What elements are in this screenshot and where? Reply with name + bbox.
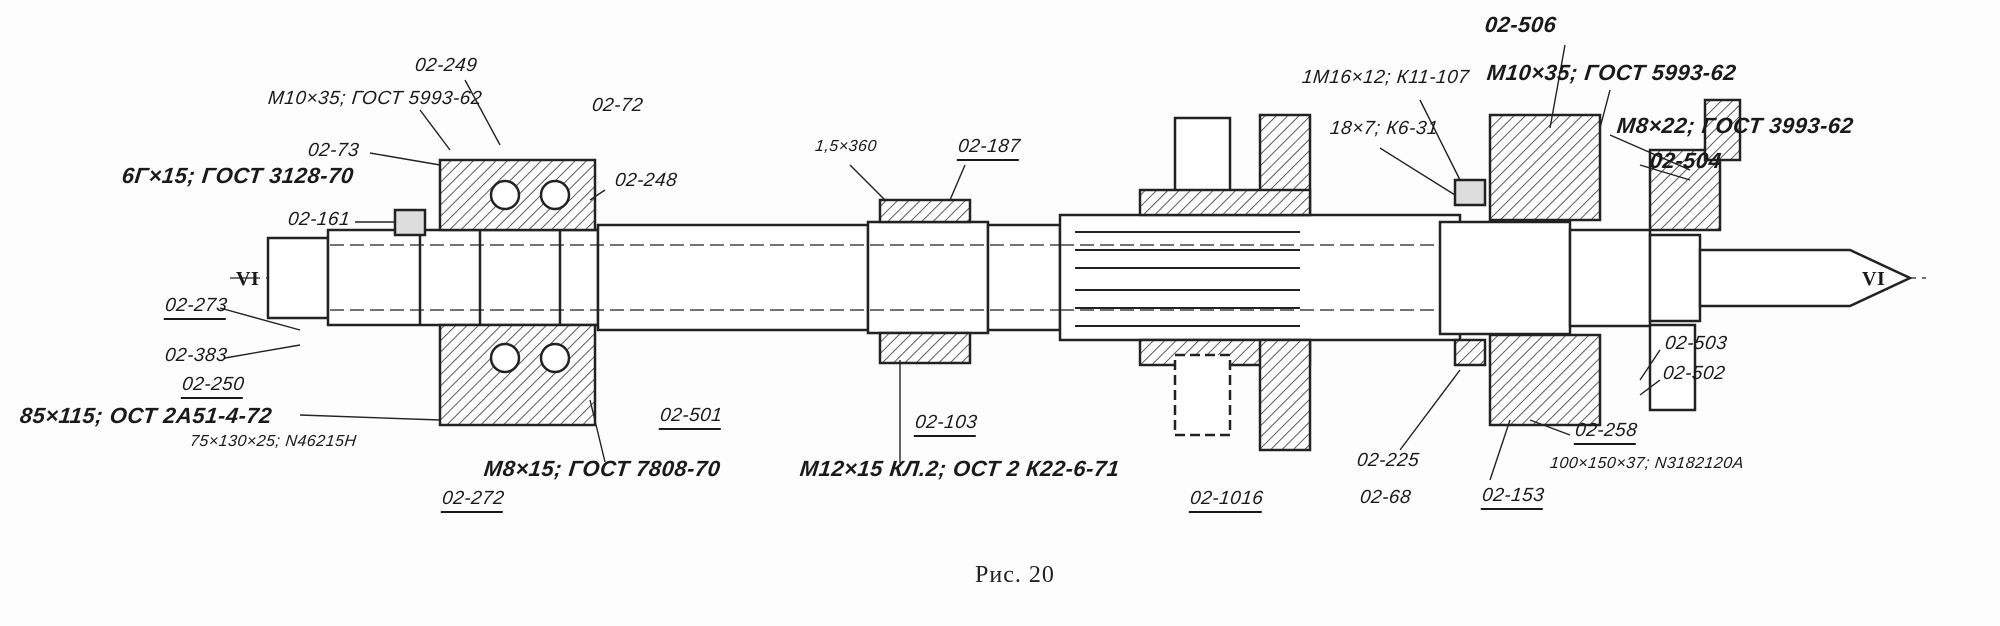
- gear-02-1016-bottom: [1258, 338, 1312, 452]
- right-housing-top: [1488, 113, 1602, 222]
- label-screw-m10-left: M10×35; ГОСТ 5993-62: [266, 88, 484, 109]
- right-flange-bottom: [1648, 323, 1697, 412]
- label-02-258: 02-258: [1573, 420, 1639, 445]
- section-mark-right: VI: [1862, 268, 1886, 290]
- label-02-225: 02-225: [1355, 450, 1421, 471]
- shaft-cone-tip: [1698, 248, 1913, 308]
- label-02-506: 02-506: [1483, 12, 1558, 37]
- label-washer: 18×7; К6-31: [1328, 118, 1440, 139]
- label-02-68: 02-68: [1358, 487, 1413, 508]
- shaft-left-end: [266, 236, 330, 320]
- label-02-383: 02-383: [163, 345, 229, 366]
- leader-lines: [219, 44, 1691, 481]
- label-screw-m8-right: M8×22; ГОСТ 3993-62: [1615, 113, 1855, 138]
- label-key-left: 6Г×15; ГОСТ 3128-70: [120, 163, 356, 188]
- label-02-504: 02-504: [1648, 148, 1723, 173]
- label-screw-m8: M8×15; ГОСТ 7808-70: [482, 456, 722, 481]
- label-bearing-right: 100×150×37; N3182120A: [1549, 455, 1745, 472]
- right-flange-top: [1648, 148, 1722, 232]
- label-ring: 1,5×360: [814, 138, 878, 155]
- label-02-249: 02-249: [413, 55, 479, 76]
- label-02-272: 02-272: [440, 488, 506, 513]
- label-seal-left: 85×115; ОСТ 2А51-4-72: [18, 403, 274, 428]
- label-02-250: 02-250: [180, 374, 246, 399]
- label-screw-m10-right: M10×35; ГОСТ 5993-62: [1485, 60, 1738, 85]
- label-bearing-left: 75×130×25; N46215H: [189, 433, 358, 450]
- left-housing-bottom: [438, 323, 597, 427]
- label-02-502: 02-502: [1661, 363, 1727, 384]
- sleeve-02-187: [878, 198, 972, 224]
- shaft-main: [596, 223, 870, 332]
- right-housing-bottom: [1488, 333, 1602, 427]
- label-02-503: 02-503: [1663, 333, 1729, 354]
- label-screw-m12: M12×15 КЛ.2; ОСТ 2 К22-6-71: [798, 456, 1121, 481]
- label-02-161: 02-161: [286, 209, 352, 230]
- label-02-248: 02-248: [613, 170, 679, 191]
- label-02-72: 02-72: [590, 95, 645, 116]
- label-02-501: 02-501: [658, 405, 724, 430]
- label-02-73: 02-73: [306, 140, 361, 161]
- shaft-journal-left: [326, 228, 600, 327]
- label-02-187: 02-187: [956, 136, 1022, 161]
- sleeve-02-103: [878, 331, 972, 365]
- shaft-spline: [1058, 213, 1462, 342]
- figure-caption: Рис. 20: [975, 562, 1055, 588]
- section-mark-left: VI: [236, 268, 260, 290]
- label-02-153: 02-153: [1480, 485, 1546, 510]
- label-02-103: 02-103: [913, 412, 979, 437]
- label-02-273: 02-273: [163, 295, 229, 320]
- shaft-collar: [866, 220, 990, 335]
- label-nut: 1M16×12; К11-107: [1300, 67, 1471, 88]
- label-02-1016: 02-1016: [1188, 488, 1265, 513]
